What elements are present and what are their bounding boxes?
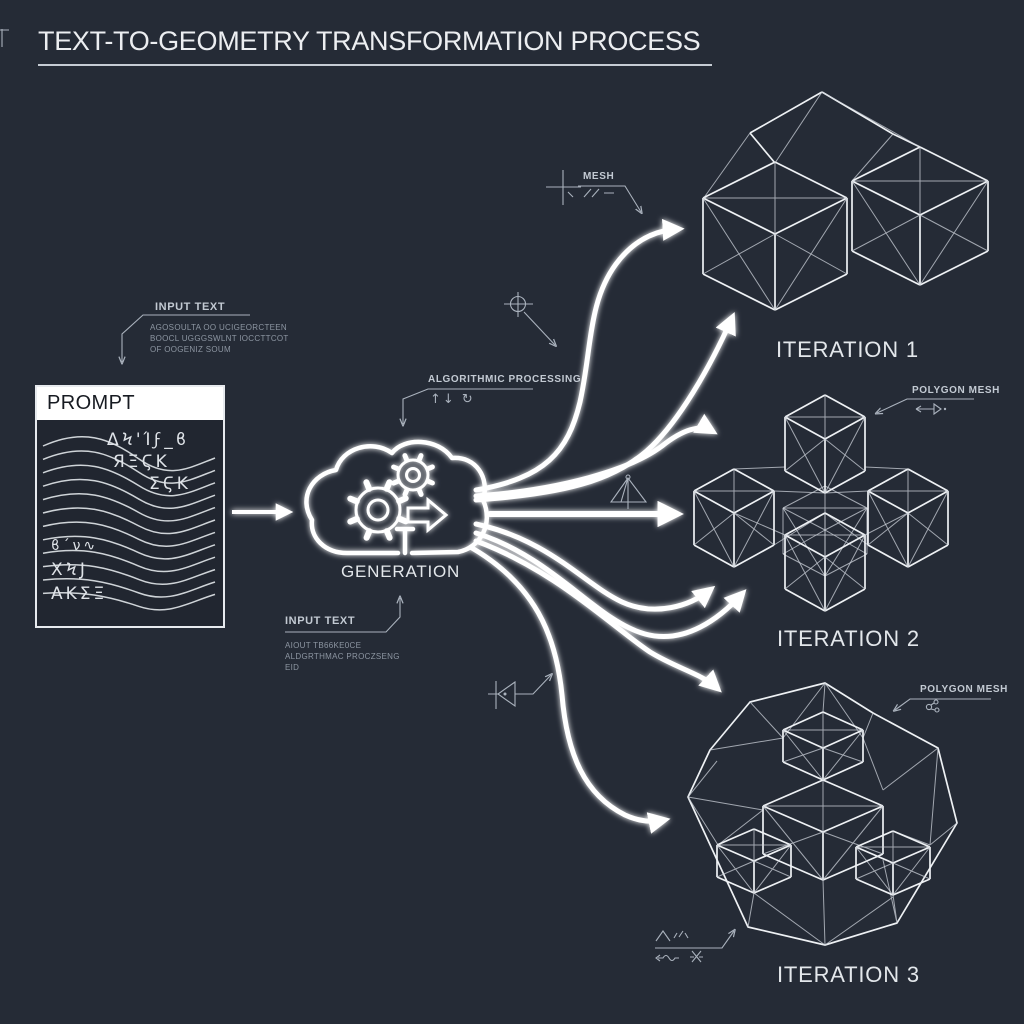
target-circle-icon [504,292,533,317]
iteration-1-label: ITERATION 1 [776,337,919,362]
slash-marks [583,188,614,198]
input-text-top-label: INPUT TEXT [155,301,226,313]
ann-body-line: OF OOGENIZ SOUM [150,345,231,354]
polygon-mesh-1-label: POLYGON MESH [912,385,1000,396]
polygon-mesh-2-label: POLYGON MESH [920,684,1008,695]
flow-arrows [232,218,747,834]
prism-triangle-icon [609,474,648,509]
handwriting-waves [42,435,216,611]
dimension-arrow-icon [915,402,947,416]
small-symbols [488,170,947,963]
handle-mark [394,526,416,556]
prompt-panel: PROMPT ΔϞ'Ίϝ_ϐ ЯΞϚΚ ΣϚΚ ϐ΄ν∿ ΧϞЈ ΑΚΣΞ [35,385,225,628]
glyph-line: ЯΞϚΚ [113,452,170,472]
generation-label: GENERATION [341,562,461,581]
prompt-panel-header: PROMPT [37,387,223,420]
arrow-right-icon [406,496,449,534]
glyph-line: ΧϞЈ [51,560,88,580]
mesh-label: MESH [583,171,615,182]
waveform-icon [655,930,703,963]
crosshair-plus-icon [546,170,581,205]
iteration-1-wireframe [702,91,989,311]
glyph-line: ΑΚΣΞ [51,584,108,604]
ann-body-line: AGOSOULTA OO UCIGEORCTEEN [150,323,287,332]
annotation-leaders [122,185,991,949]
refresh-arrows-icon: ↑↓ ↻ [430,392,475,407]
diode-leader [515,675,551,695]
ann-body-line: ALDGRTHMAC PROCZSENG [285,652,400,661]
glyph-line: ΔϞ'Ίϝ_ϐ [107,430,190,450]
iteration-2-wireframe [693,394,949,612]
glyph-line: ϐ΄ν∿ [51,538,99,554]
diode-marker-icon [488,680,516,709]
iteration-3-wireframe [687,682,958,946]
algorithmic-processing-label: ALGORITHMIC PROCESSING [428,374,582,385]
prompt-panel-body: ΔϞ'Ίϝ_ϐ ЯΞϚΚ ΣϚΚ ϐ΄ν∿ ΧϞЈ ΑΚΣΞ [37,420,223,628]
input-text-bottom-body: AIOUT TB66KE0CE ALDGRTHMAC PROCZSENG EID [285,640,400,673]
ann-body-line: EID [285,663,300,672]
ann-body-line: AIOUT TB66KE0CE [285,641,362,650]
ann-body-line: BOOCL UGGGSWLNT IOCCTTCOT [150,334,289,343]
corner-tick [0,29,9,47]
cloud-generation-icon [304,439,490,556]
page-title: TEXT-TO-GEOMETRY TRANSFORMATION PROCESS [38,26,713,66]
glyph-line: ΣϚΚ [149,474,191,494]
iteration-3-label: ITERATION 3 [777,962,920,987]
molecule-icon [925,699,940,713]
gear-icon [347,453,435,541]
input-text-top-body: AGOSOULTA OO UCIGEORCTEEN BOOCL UGGGSWLN… [150,322,289,355]
input-text-bottom-label: INPUT TEXT [285,615,356,627]
target-leader [523,311,555,345]
iteration-2-label: ITERATION 2 [777,626,920,651]
